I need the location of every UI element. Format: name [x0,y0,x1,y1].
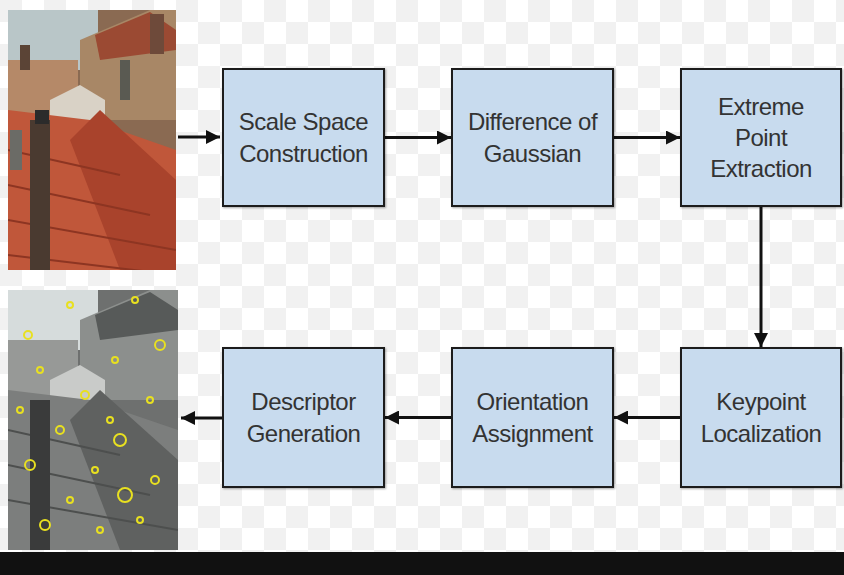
flow-arrow [385,416,451,419]
box-label: Descriptor Generation [232,386,375,448]
process-box: Scale Space Construction [222,68,385,207]
flow-arrow [614,416,680,419]
bottom-bar [0,552,844,575]
output-arrow [181,417,222,420]
flow-arrow [760,207,763,347]
process-box: Difference of Gaussian [451,68,614,207]
box-label: Extreme Point Extraction [690,91,832,185]
box-label: Orientation Assignment [461,386,604,448]
keypoint-photo [8,290,178,550]
flow-arrow [614,136,680,139]
flow-arrow [385,136,451,139]
process-box: Extreme Point Extraction [680,68,842,207]
box-label: Scale Space Construction [232,106,375,168]
box-label: Difference of Gaussian [461,106,604,168]
input-arrow [178,136,220,139]
rooftop-photo [8,10,176,270]
process-box: Orientation Assignment [451,347,614,488]
process-box: Keypoint Localization [680,347,842,488]
box-label: Keypoint Localization [690,386,832,448]
process-box: Descriptor Generation [222,347,385,488]
